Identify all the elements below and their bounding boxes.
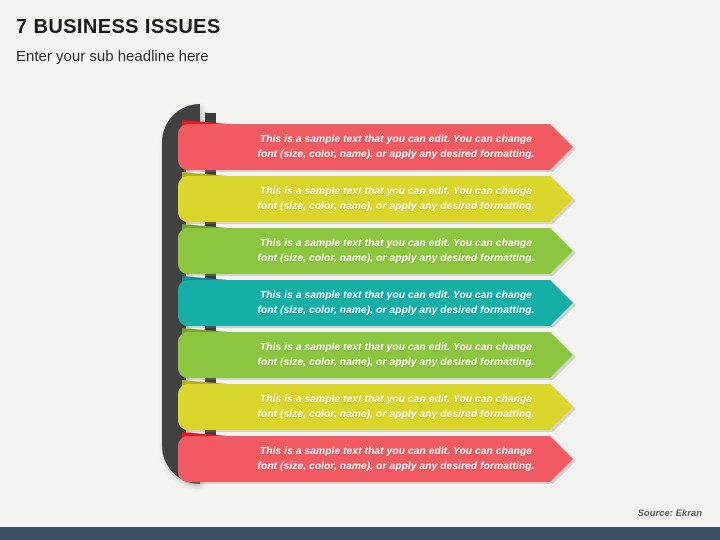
arrow-banner[interactable] — [178, 384, 593, 430]
arrow-banner[interactable] — [178, 228, 593, 274]
arrow-banner[interactable] — [178, 332, 593, 378]
arrow-banner[interactable] — [178, 436, 593, 482]
arrow-banner-shape — [178, 124, 573, 170]
issue-row[interactable]: This is a sample text that you can edit.… — [176, 165, 596, 224]
issue-row[interactable]: This is a sample text that you can edit.… — [176, 113, 596, 172]
footer-bar — [0, 527, 720, 540]
issue-row[interactable]: This is a sample text that you can edit.… — [176, 321, 596, 380]
spine-connector — [205, 321, 216, 339]
issue-row[interactable]: This is a sample text that you can edit.… — [176, 425, 596, 484]
arrow-banner[interactable] — [178, 124, 593, 170]
source-note: Source: Ekran — [637, 508, 702, 519]
arrow-banner-shape — [178, 436, 573, 482]
arrow-banner[interactable] — [178, 280, 593, 326]
spine-connector — [205, 217, 216, 235]
issue-row[interactable]: This is a sample text that you can edit.… — [176, 217, 596, 276]
issue-row[interactable]: This is a sample text that you can edit.… — [176, 373, 596, 432]
arrow-banner-shape — [178, 384, 573, 430]
page-subtitle: Enter your sub headline here — [16, 48, 209, 65]
issue-row[interactable]: This is a sample text that you can edit.… — [176, 269, 596, 328]
arrow-banner-shape — [178, 228, 573, 274]
spine-connector — [205, 425, 216, 443]
arrow-banner-shape — [178, 332, 573, 378]
arrow-banner-shape — [178, 280, 573, 326]
page-title: 7 BUSINESS ISSUES — [16, 16, 221, 38]
spine-connector — [205, 165, 216, 183]
spine-connector — [205, 113, 216, 131]
arrow-banner-shape — [178, 176, 573, 222]
spine-connector — [205, 373, 216, 391]
spine-connector — [205, 269, 216, 287]
arrow-banner[interactable] — [178, 176, 593, 222]
